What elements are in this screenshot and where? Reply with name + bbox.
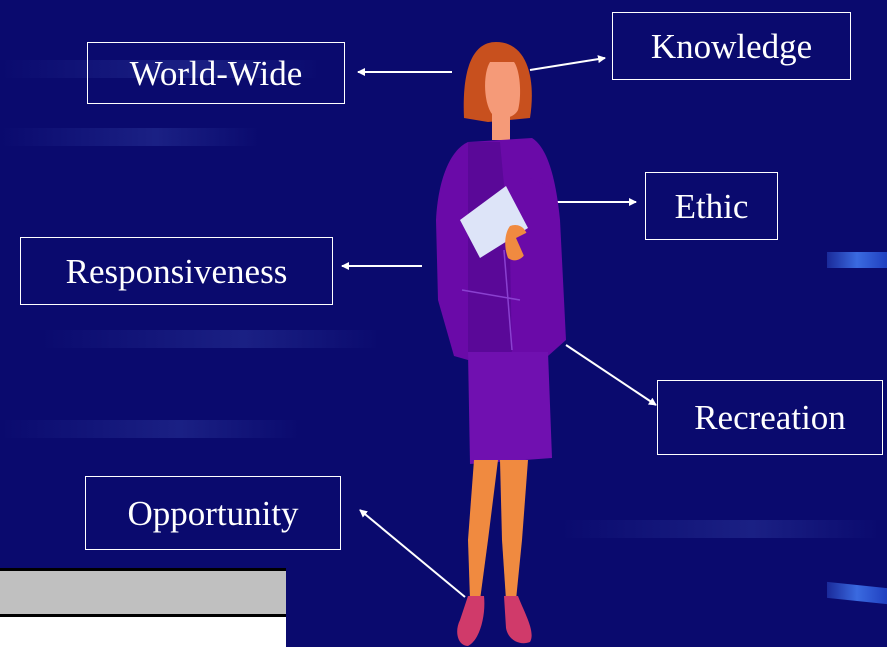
arrow-knowledge xyxy=(529,55,606,71)
leg-right xyxy=(500,460,528,600)
white-bar-panel xyxy=(0,617,286,647)
shoe-right xyxy=(504,596,532,644)
label-world-wide-text: World-Wide xyxy=(129,53,303,93)
label-recreation-text: Recreation xyxy=(694,398,846,437)
background-streak xyxy=(0,128,260,146)
label-opportunity: Opportunity xyxy=(85,476,341,550)
neck xyxy=(492,110,510,140)
label-ethic: Ethic xyxy=(645,172,778,240)
label-knowledge-text: Knowledge xyxy=(650,26,813,66)
grey-bar-panel xyxy=(0,568,286,617)
decorative-tab xyxy=(827,252,887,268)
shoe-left xyxy=(457,596,485,646)
background-streak xyxy=(0,420,300,438)
arrow-opportunity xyxy=(359,509,466,598)
arrow-recreation xyxy=(565,344,657,406)
label-responsiveness-text: Responsiveness xyxy=(65,251,288,291)
skirt xyxy=(468,352,552,464)
sleeve xyxy=(516,178,552,256)
document xyxy=(460,186,528,258)
label-ethic-text: Ethic xyxy=(674,186,749,226)
label-knowledge: Knowledge xyxy=(612,12,851,80)
background-streak xyxy=(40,330,380,348)
label-world-wide: World-Wide xyxy=(87,42,345,104)
background-streak xyxy=(560,520,880,538)
label-responsiveness: Responsiveness xyxy=(20,237,333,305)
face xyxy=(485,62,521,118)
jacket-seam xyxy=(461,249,521,351)
background-streak xyxy=(0,60,320,78)
leg-left xyxy=(468,460,498,600)
label-recreation: Recreation xyxy=(657,380,883,455)
label-opportunity-text: Opportunity xyxy=(127,493,299,533)
